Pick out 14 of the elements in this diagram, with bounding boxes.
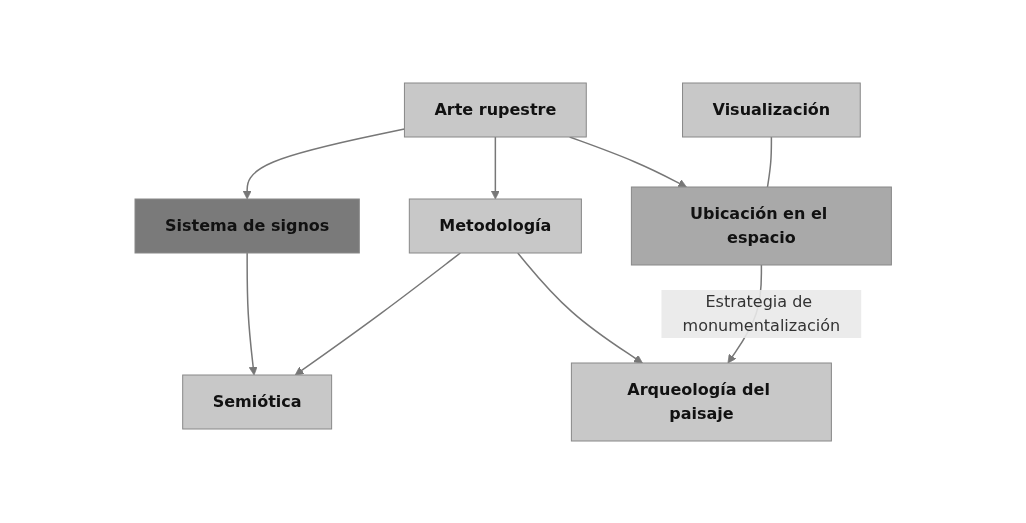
node-box: Arte rupestre (403, 82, 587, 137)
node-box: Semiótica (182, 374, 332, 429)
arrow (294, 251, 461, 375)
node-box: Ubicación en el espacio (630, 186, 892, 265)
edge-label: Estrategia de monumentalización (682, 291, 840, 335)
arrow (242, 127, 405, 199)
node-box: Metodología (408, 198, 582, 253)
arrow (246, 251, 258, 375)
node-box: Sistema de signos (134, 198, 360, 253)
node-box: Visualización (681, 82, 861, 137)
connector (766, 135, 772, 188)
node-box: Arqueología del paisaje (570, 362, 832, 441)
arrow (490, 135, 500, 199)
arrow (516, 251, 643, 363)
